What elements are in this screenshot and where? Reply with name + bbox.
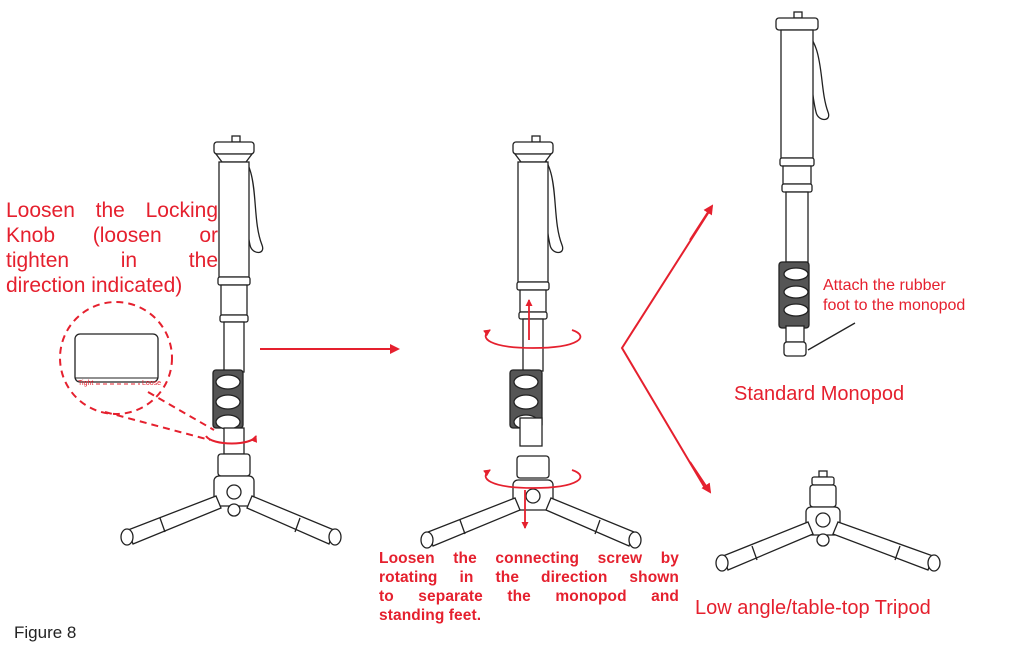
rubber-foot-note: Attach the rubber foot to the monopod — [823, 276, 1010, 316]
step1-line-3: tighten in the — [6, 249, 218, 272]
tripod-title: Low angle/table-top Tripod — [695, 597, 931, 619]
step2-line-3: to separate the monopod and — [379, 588, 679, 605]
branch-arrows — [620, 204, 714, 494]
step2-line-2: rotating in the direction shown — [379, 569, 679, 586]
step2-line-4: standing feet. — [379, 607, 482, 624]
monopod-with-feet-2 — [420, 135, 642, 549]
inset-loose-label: Loose — [142, 380, 162, 387]
rubber-line-2: foot to the monopod — [823, 297, 966, 314]
step1-line-4: direction indicated) — [6, 274, 183, 297]
step1-line-1: Loosen the Locking — [6, 199, 218, 222]
step1-line-2: Knob (loosen or — [6, 224, 218, 247]
step2-line-1: Loosen the connecting screw by — [379, 550, 679, 567]
step1-instruction: Loosen the Locking Knob (loosen or tight… — [6, 198, 218, 298]
step2-instruction: Loosen the connecting screw by rotating … — [379, 549, 679, 625]
standard-monopod — [775, 11, 856, 357]
table-top-tripod — [715, 470, 941, 572]
rubber-line-1: Attach the rubber — [823, 277, 946, 294]
monopod-with-feet-1 — [120, 135, 342, 546]
standard-monopod-title: Standard Monopod — [734, 383, 905, 405]
figure-label: Figure 8 — [14, 623, 77, 642]
rotation-arrows — [483, 299, 582, 529]
knob-inset-callout — [59, 301, 257, 445]
inset-tight-label: Tight — [78, 380, 94, 387]
